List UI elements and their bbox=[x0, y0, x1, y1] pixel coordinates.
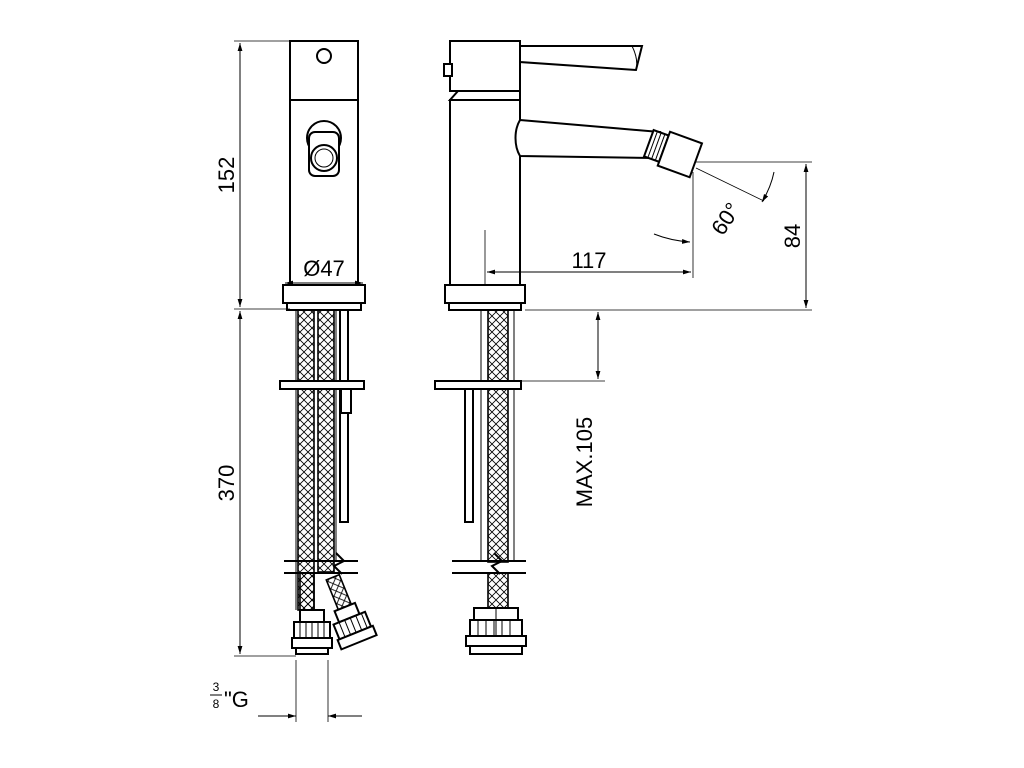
side-base bbox=[444, 284, 526, 304]
thread-denominator: 8 bbox=[213, 697, 220, 711]
front-lever-hole bbox=[316, 48, 332, 64]
dim-angle-label: 60° bbox=[706, 198, 745, 240]
side-head bbox=[449, 40, 521, 92]
dim-152-label: 152 bbox=[214, 157, 239, 194]
front-right-connector bbox=[325, 573, 378, 651]
side-hose bbox=[487, 309, 509, 563]
dim-370-label: 370 bbox=[214, 465, 239, 502]
side-fixing-bracket bbox=[434, 380, 522, 390]
dim-diameter-label: Ø47 bbox=[303, 256, 345, 281]
side-lever bbox=[516, 45, 644, 72]
front-left-connector bbox=[291, 609, 333, 655]
front-fixing-bracket bbox=[279, 380, 365, 390]
front-body bbox=[289, 99, 359, 286]
front-hose-left bbox=[297, 309, 315, 611]
thread-numerator: 3 bbox=[213, 680, 220, 694]
dim-84-label: 84 bbox=[780, 224, 805, 248]
side-nozzle bbox=[642, 128, 704, 179]
side-threaded-rod bbox=[464, 388, 474, 523]
front-base bbox=[282, 284, 366, 304]
front-hose-right bbox=[317, 309, 335, 573]
side-spout bbox=[514, 118, 662, 160]
dim-117-label: 117 bbox=[571, 248, 606, 273]
front-threaded-rod bbox=[339, 309, 349, 523]
dim-max-label: MAX.105 bbox=[572, 417, 597, 508]
front-view: 152 370 Ø47 3 8 "G bbox=[210, 40, 378, 722]
side-view: 117 84 60° MAX.105 bbox=[434, 40, 812, 655]
thread-unit: "G bbox=[224, 687, 249, 712]
side-connectors bbox=[465, 607, 527, 655]
front-lever-top bbox=[289, 40, 359, 101]
